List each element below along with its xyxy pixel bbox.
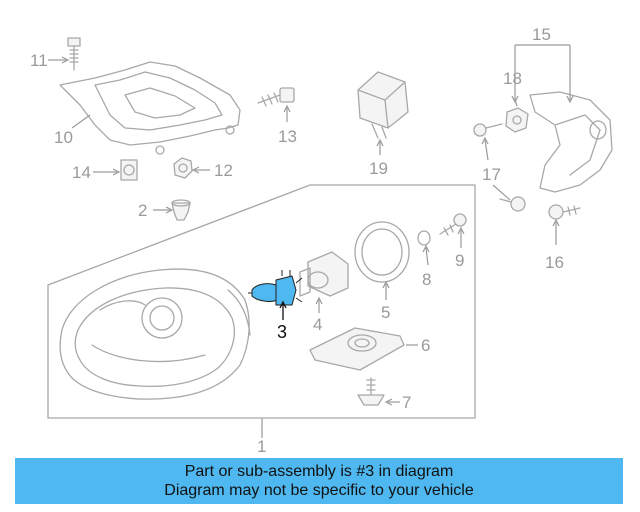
part-6-cover (309, 327, 405, 371)
banner-line-2: Diagram may not be specific to your vehi… (164, 482, 474, 499)
part-1-headlamp (59, 268, 251, 400)
callout-18: 18 (503, 69, 522, 88)
callout-2: 2 (138, 201, 147, 220)
callout-9: 9 (455, 251, 464, 270)
leader-lines (48, 44, 574, 438)
part-17-bolt (473, 123, 526, 212)
callout-12: 12 (214, 161, 233, 180)
callout-17: 17 (482, 165, 501, 184)
part-16-bolt (548, 204, 581, 220)
callout-8: 8 (422, 270, 431, 289)
callout-7: 7 (402, 393, 411, 412)
callout-14: 14 (72, 163, 91, 182)
banner-line-1: Part or sub-assembly is #3 in diagram (184, 463, 454, 480)
part-18-nut (505, 107, 529, 133)
part-14-clip (120, 159, 138, 181)
parts-diagram: 11 10 13 14 12 2 19 15 18 17 16 9 8 4 5 … (30, 25, 613, 455)
callout-3-highlighted: 3 (277, 322, 287, 342)
part-9-bolt (439, 213, 467, 236)
callout-13: 13 (278, 127, 297, 146)
callout-1: 1 (257, 437, 266, 455)
part-3-bulb[interactable] (248, 270, 303, 306)
callout-labels: 11 10 13 14 12 2 19 15 18 17 16 9 8 4 5 … (30, 25, 564, 455)
part-15-bracket (529, 91, 613, 193)
part-13-bolt (257, 87, 295, 107)
info-banner: Part or sub-assembly is #3 in diagram Di… (15, 458, 623, 504)
part-2-grommet (171, 199, 191, 221)
callout-16: 16 (545, 253, 564, 272)
part-19-module (357, 71, 409, 139)
part-5-cap (354, 221, 410, 283)
callout-11: 11 (30, 51, 48, 70)
part-7-screw (357, 377, 385, 406)
part-8-seal (417, 230, 431, 246)
callout-6: 6 (421, 336, 430, 355)
callout-10: 10 (54, 128, 73, 147)
headlamp-enclosure (47, 184, 476, 419)
callout-4: 4 (313, 315, 322, 334)
part-10-bracket (59, 61, 241, 155)
part-11-bolt (67, 37, 81, 71)
part-12-nut (173, 157, 193, 179)
callout-19: 19 (369, 159, 388, 178)
callout-5: 5 (381, 303, 390, 322)
part-4-socket (299, 251, 349, 297)
callout-15: 15 (532, 25, 551, 44)
